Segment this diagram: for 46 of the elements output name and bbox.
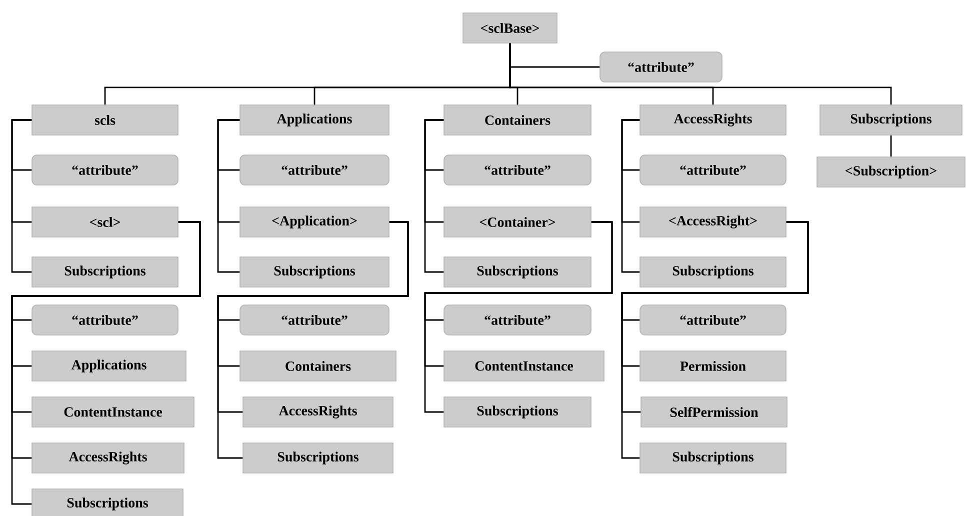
attribute-box: “attribute”	[240, 154, 390, 186]
element-box: AccessRights	[242, 396, 394, 428]
element-box: ContentInstance	[32, 396, 194, 428]
connector	[217, 119, 240, 273]
element-box: Subscriptions	[444, 256, 592, 288]
connector	[890, 135, 892, 157]
element-box: Subscriptions	[640, 256, 786, 288]
element-box: SelfPermission	[640, 396, 788, 428]
connector	[424, 119, 444, 273]
connector	[509, 43, 892, 105]
connector	[424, 221, 613, 413]
element-box: <sclBase>	[462, 12, 558, 44]
element-box: Containers	[240, 350, 396, 382]
element-box: AccessRights	[32, 442, 184, 474]
element-box: Subscriptions	[820, 104, 962, 136]
element-box: Permission	[640, 350, 786, 382]
attribute-box: “attribute”	[32, 304, 178, 336]
element-box: scls	[32, 104, 178, 136]
element-box: Subscriptions	[32, 488, 184, 516]
attribute-box: “attribute”	[600, 52, 722, 82]
element-box: AccessRights	[640, 104, 786, 136]
element-box: Subscriptions	[242, 442, 394, 474]
attribute-box: “attribute”	[32, 154, 178, 186]
element-box: <Container>	[444, 206, 592, 238]
element-box: Applications	[240, 104, 390, 136]
element-box: Subscriptions	[32, 256, 178, 288]
connector	[217, 221, 409, 459]
element-box: <AccessRight>	[640, 206, 786, 238]
connector	[621, 221, 809, 459]
connector	[621, 119, 640, 273]
element-box: <scl>	[32, 206, 178, 238]
element-box: Applications	[32, 350, 186, 382]
attribute-box: “attribute”	[444, 304, 592, 336]
element-box: Subscriptions	[640, 442, 786, 474]
element-box: <Application>	[240, 206, 390, 238]
element-box: Subscriptions	[240, 256, 390, 288]
attribute-box: “attribute”	[640, 304, 786, 336]
element-box: Subscriptions	[444, 396, 592, 428]
connector	[11, 119, 32, 273]
attribute-box: “attribute”	[444, 154, 592, 186]
element-box: <Subscription>	[816, 156, 966, 188]
element-box: Containers	[444, 104, 592, 136]
attribute-box: “attribute”	[640, 154, 786, 186]
attribute-box: “attribute”	[240, 304, 390, 336]
connector	[11, 221, 201, 505]
element-box: ContentInstance	[444, 350, 604, 382]
